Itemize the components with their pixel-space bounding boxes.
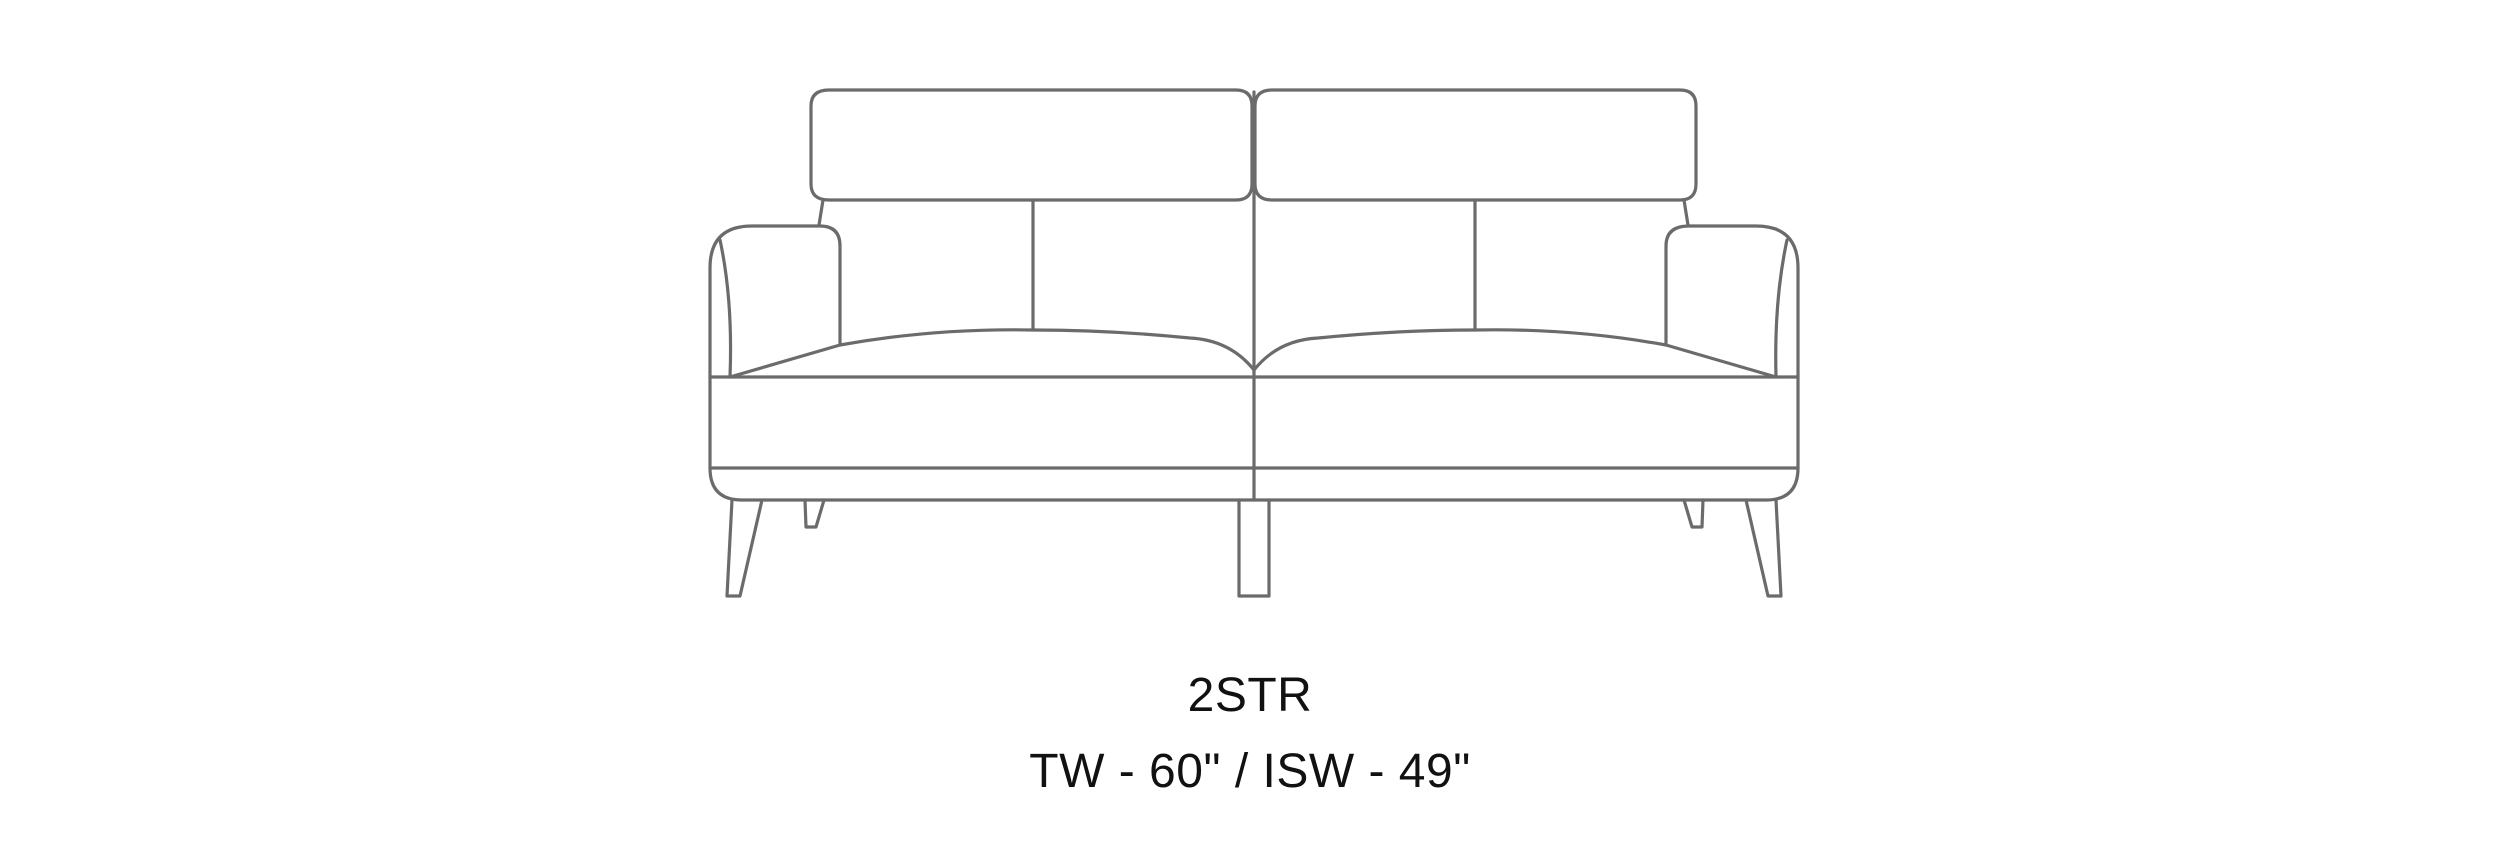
right-arm — [1664, 224, 1800, 379]
model-code-label: 2STR — [1187, 669, 1313, 722]
dimensions-label: TW - 60" / ISW - 49" — [1029, 745, 1471, 798]
right-arm-inner-curve — [1774, 238, 1789, 379]
right-front-leg — [1744, 498, 1783, 598]
right-back-leg — [1682, 498, 1705, 529]
back-frame-right-edge — [1682, 198, 1690, 227]
right-seat-cushion — [1252, 328, 1778, 379]
center-leg — [1237, 498, 1271, 598]
sofa-base — [708, 375, 1800, 502]
left-seat-cushion — [728, 328, 1256, 379]
right-headrest — [1253, 88, 1698, 202]
left-front-leg — [725, 498, 764, 598]
left-arm — [708, 224, 842, 379]
left-back-leg — [803, 498, 826, 529]
back-frame-left-edge — [817, 198, 825, 227]
left-headrest — [809, 88, 1254, 202]
left-arm-inner-curve — [718, 238, 733, 379]
